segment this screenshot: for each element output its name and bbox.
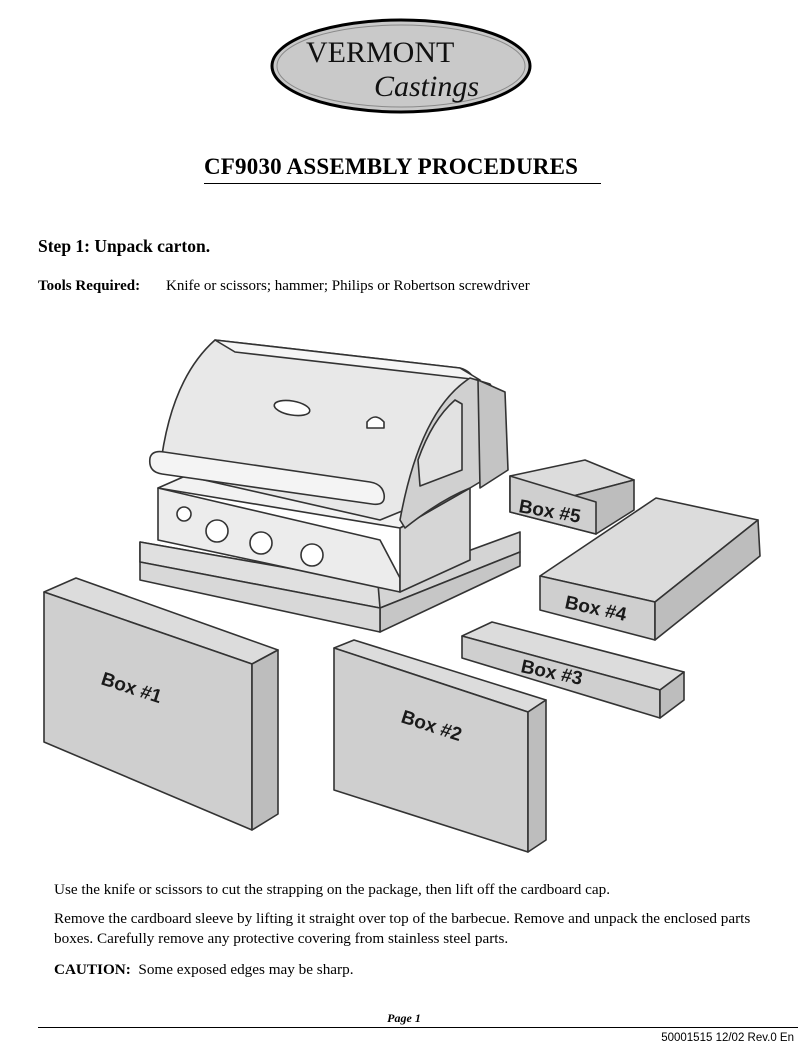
box-4 [539,497,761,641]
box-5 [509,459,635,535]
unpacking-illustration: Box #5 Box #4 Box #3 Box #2 Box #1 [43,339,761,853]
caution-text: Some exposed edges may be sharp. [138,961,354,978]
box-2 [333,639,547,853]
grill [148,339,509,593]
caution-paragraph: CAUTION: Some exposed edges may be sharp… [54,960,754,980]
step-heading: Step 1: Unpack carton. [38,236,211,256]
box-3 [461,621,685,719]
page-number: Page 1 [387,1011,421,1025]
page-title: CF9030 ASSEMBLY PROCEDURES [204,154,579,179]
box-1 [43,577,279,831]
tools-value: Knife or scissors; hammer; Philips or Ro… [166,278,530,294]
title-underline [204,183,601,184]
footer-rule [38,1027,798,1028]
logo-brand-castings: Castings [374,70,479,103]
instruction-paragraph-2: Remove the cardboard sleeve by lifting i… [54,910,751,947]
grill-base-tray [139,531,521,633]
document-number: 50001515 12/02 Rev.0 En [661,1032,794,1044]
caution-label: CAUTION: [54,961,131,978]
logo-brand-vermont: VERMONT [306,36,454,69]
vermont-castings-logo: VERMONT Castings [270,18,532,114]
instruction-paragraph-1: Use the knife or scissors to cut the str… [54,881,610,898]
tools-required: Tools Required: Knife or scissors; hammer… [38,278,530,295]
tools-label: Tools Required: [38,278,141,294]
